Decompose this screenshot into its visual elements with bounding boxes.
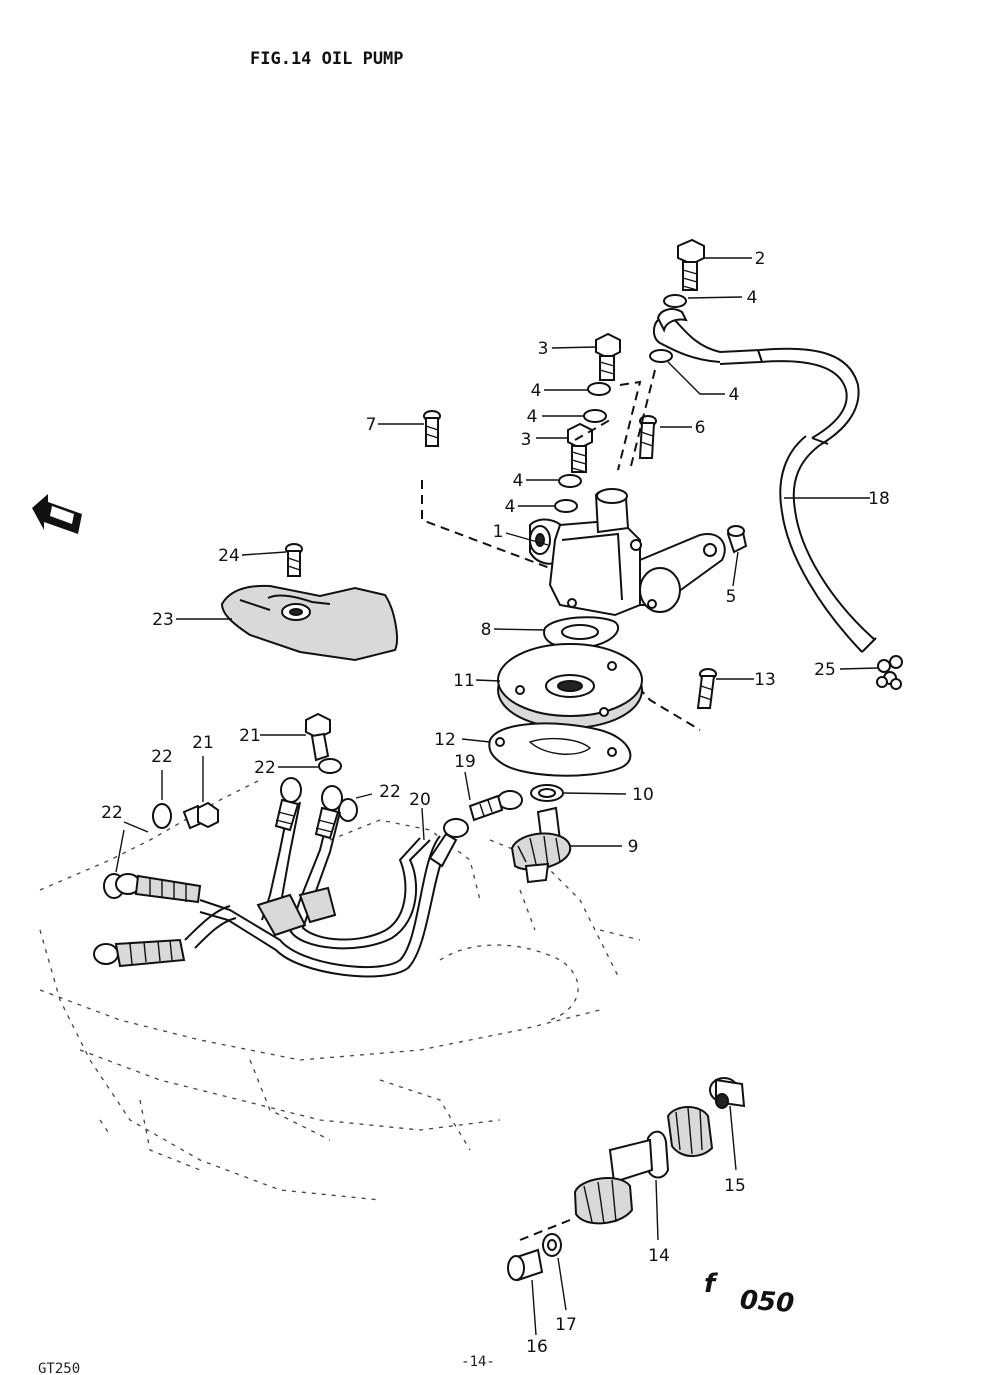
banjo-fittings (93, 777, 523, 968)
callout-23: 23 (152, 610, 174, 630)
pin-5 (726, 525, 748, 554)
bolt-3a (595, 332, 621, 381)
callout-4c: 4 (531, 381, 542, 401)
callout-2: 2 (755, 249, 766, 269)
washer-10-hole (538, 788, 556, 798)
gasket-12 (488, 722, 632, 777)
union-bolt-21a (305, 712, 331, 762)
callout-4e: 4 (513, 471, 524, 491)
callout-3b: 3 (521, 430, 532, 450)
callout-25: 25 (814, 660, 836, 680)
callout-22c: 22 (379, 782, 401, 802)
oil-pump-1 (529, 488, 726, 617)
screw-13 (696, 668, 717, 709)
callout-4b: 4 (729, 385, 740, 405)
callout-10: 10 (632, 785, 654, 805)
callout-1: 1 (493, 522, 504, 542)
screw-24 (285, 543, 303, 577)
callout-12: 12 (434, 730, 456, 750)
bolt-3b (567, 422, 593, 473)
callout-15: 15 (724, 1176, 746, 1196)
callout-8: 8 (481, 620, 492, 640)
callout-5: 5 (726, 587, 737, 607)
bolt-2 (677, 238, 705, 291)
figure-title: FIG.14 OIL PUMP (250, 49, 404, 69)
engine-case-outline (39, 779, 641, 1201)
callout-22a: 22 (151, 747, 173, 767)
callout-16: 16 (526, 1337, 548, 1357)
guide-3a (617, 380, 642, 471)
callout-14: 14 (648, 1246, 670, 1266)
washer-22a (152, 803, 172, 829)
callout-6: 6 (695, 418, 706, 438)
callout-4a: 4 (747, 288, 758, 308)
callout-13: 13 (754, 670, 776, 690)
oil-hose-18 (652, 308, 877, 653)
washer-14 (647, 1130, 670, 1179)
leader-lines (115, 257, 879, 1336)
cover-23 (220, 584, 398, 662)
callout-21b: 21 (192, 733, 214, 753)
union-bolt-21b (182, 801, 219, 830)
washer-4a (663, 294, 687, 308)
callout-9: 9 (628, 837, 639, 857)
screw-7 (423, 410, 441, 447)
callout-4f: 4 (505, 497, 516, 517)
front-arrow-icon (32, 494, 82, 534)
washer-4b (649, 349, 673, 363)
callout-21a: 21 (239, 726, 261, 746)
callout-24: 24 (218, 546, 240, 566)
washer-4d (583, 409, 607, 423)
mounting-plate-11 (497, 643, 643, 729)
guide-3b (574, 419, 611, 441)
gasket-8 (543, 616, 620, 650)
callout-22d: 22 (101, 803, 123, 823)
stamp-prefix: f (704, 1269, 719, 1299)
model-code: GT250 (38, 1361, 80, 1375)
callout-19: 19 (454, 752, 476, 772)
callout-22b: 22 (254, 758, 276, 778)
callout-17: 17 (555, 1315, 577, 1335)
screw-6 (638, 415, 657, 459)
washer-4c (587, 382, 611, 396)
callout-7: 7 (366, 415, 377, 435)
drive-gear-9 (510, 806, 572, 884)
stamp-code: 050 (739, 1285, 795, 1319)
callout-18: 18 (868, 489, 890, 509)
page-number: -14- (461, 1354, 495, 1370)
callout-20: 20 (409, 790, 431, 810)
washer-4f (554, 499, 578, 513)
washer-4e (558, 474, 582, 488)
washer-22b (318, 758, 342, 774)
callout-3a: 3 (538, 339, 549, 359)
callout-4d: 4 (527, 407, 538, 427)
guide-2 (629, 369, 656, 471)
callout-labels: 1 2 3 3 4 4 4 4 4 4 5 6 7 8 9 10 11 12 1… (101, 249, 890, 1357)
drive-shaft-assembly (507, 1077, 746, 1282)
clip-25 (876, 655, 903, 690)
washer-22c (338, 798, 358, 822)
callout-11: 11 (453, 671, 475, 691)
